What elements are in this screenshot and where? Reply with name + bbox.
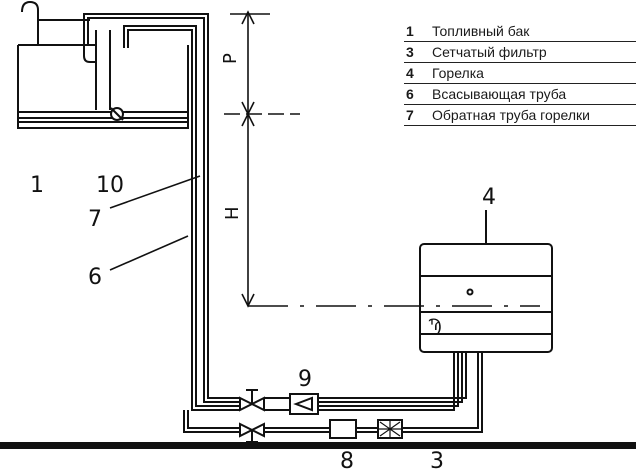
label-height-p: P xyxy=(220,53,241,64)
legend-row: 1 Топливный бак xyxy=(404,21,636,42)
shutoff-valve-lower xyxy=(239,422,265,443)
label-check-valve: 9 xyxy=(298,367,312,392)
legend-row: 3 Сетчатый фильтр xyxy=(404,42,636,63)
mesh-filter-3 xyxy=(377,419,403,439)
legend-number: 6 xyxy=(406,86,414,102)
label-suction-pipe: 6 xyxy=(88,265,102,290)
burner-4 xyxy=(419,210,553,353)
legend-text: Топливный бак xyxy=(432,23,530,39)
legend-number: 3 xyxy=(406,44,414,60)
legend-text: Всасывающая труба xyxy=(432,86,567,102)
suction-pipe-6 xyxy=(183,352,483,433)
legend-number: 1 xyxy=(406,23,414,39)
height-dimensions xyxy=(224,10,540,308)
label-burner: 4 xyxy=(482,185,496,210)
label-height-h: H xyxy=(222,206,243,220)
burner-mark: Ϡ xyxy=(428,315,442,334)
fuel-tank xyxy=(17,0,189,129)
shutoff-valve-upper xyxy=(239,389,265,412)
leader-lines xyxy=(109,175,201,271)
label-component-8: 8 xyxy=(340,449,354,471)
legend-text: Сетчатый фильтр xyxy=(432,44,547,60)
legend-row: 7 Обратная труба горелки xyxy=(404,105,636,126)
legend-number: 7 xyxy=(406,107,414,123)
legend-text: Обратная труба горелки xyxy=(432,107,590,123)
label-return-pipe: 7 xyxy=(88,207,102,232)
legend-number: 4 xyxy=(406,65,414,81)
legend-table: 1 Топливный бак 3 Сетчатый фильтр 4 Горе… xyxy=(404,21,636,126)
check-valve-9 xyxy=(289,393,319,415)
label-valve-10: 10 xyxy=(96,173,124,198)
ground-line xyxy=(0,442,636,449)
component-8 xyxy=(329,419,357,439)
tank-valve xyxy=(110,107,124,121)
return-pipe-7 xyxy=(83,13,467,411)
legend-row: 4 Горелка xyxy=(404,63,636,84)
label-filter: 3 xyxy=(430,449,444,471)
label-tank: 1 xyxy=(30,173,44,198)
legend-row: 6 Всасывающая труба xyxy=(404,84,636,105)
legend-text: Горелка xyxy=(432,65,484,81)
